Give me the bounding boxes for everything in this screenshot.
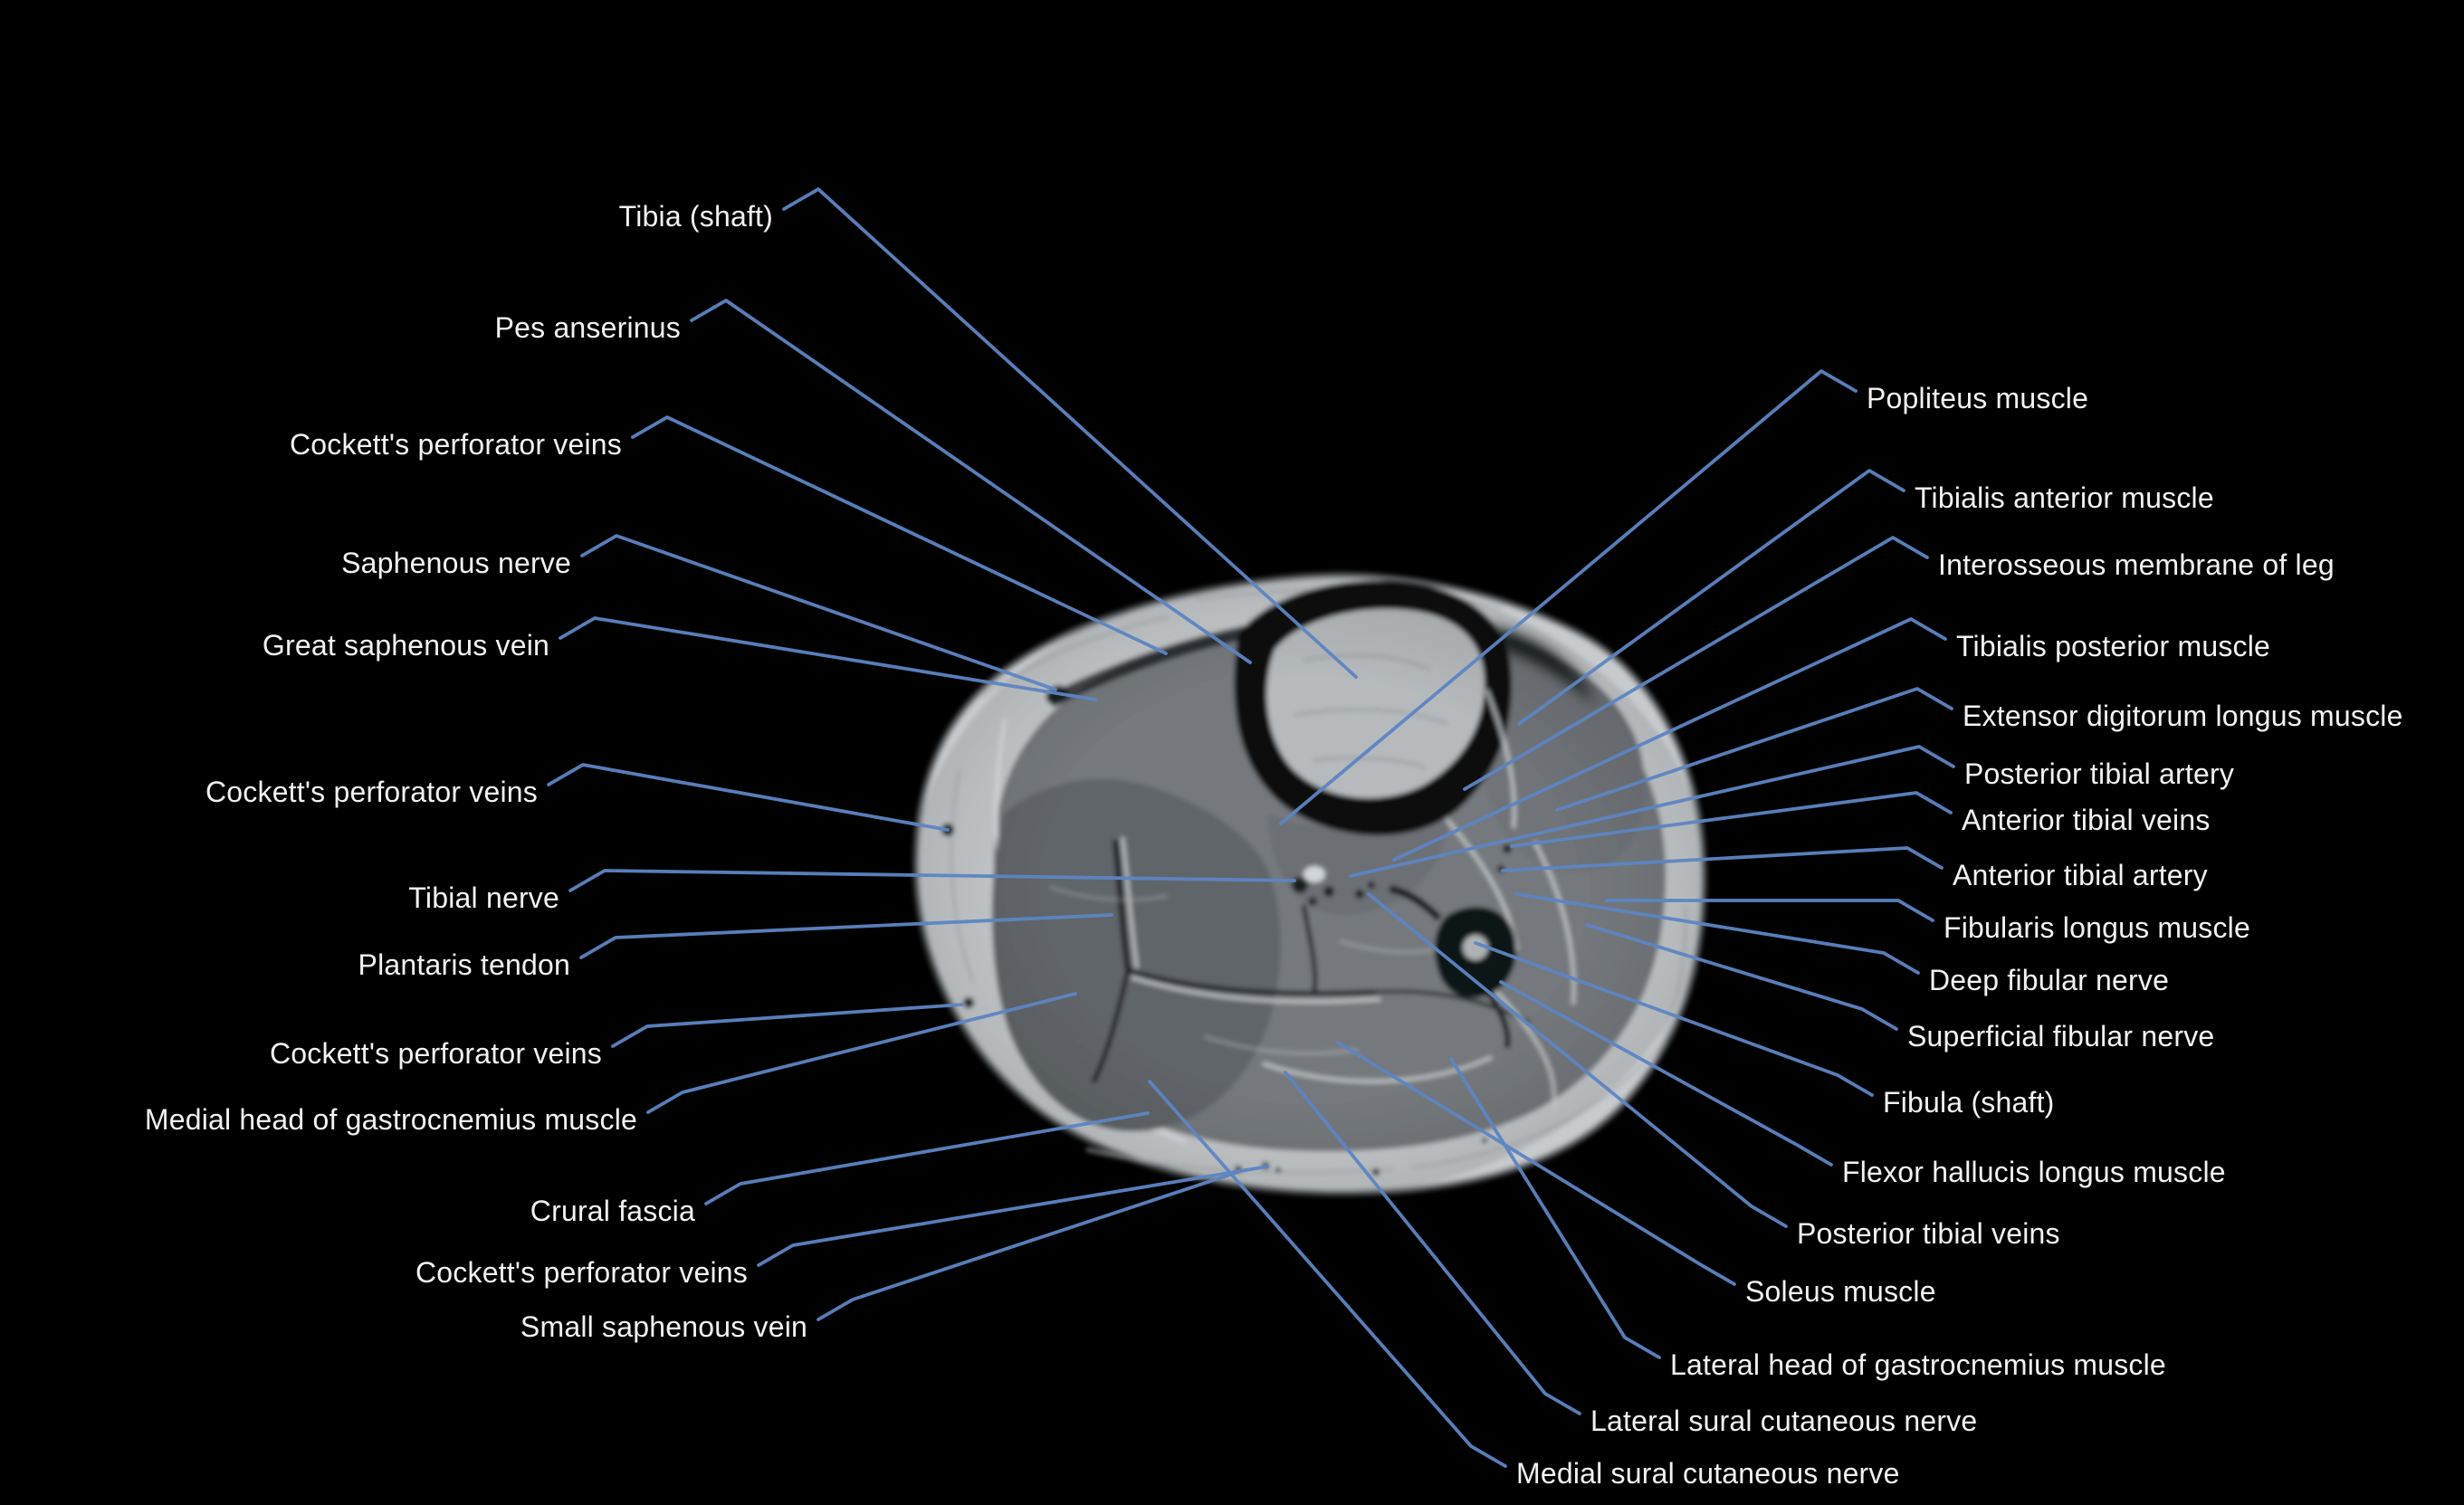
label-interosseous-membrane-of-leg: Interosseous membrane of leg — [1938, 548, 2335, 581]
leader-line-popliteus-muscle — [1279, 369, 1858, 825]
leader-line-posterior-tibial-veins — [1367, 892, 1788, 1228]
leader-line-small-saphenous-vein — [817, 1170, 1240, 1321]
leader-line-deep-fibular-nerve — [1515, 892, 1920, 975]
label-tibia-shaft: Tibia (shaft) — [618, 200, 773, 233]
label-anterior-tibial-artery: Anterior tibial artery — [1953, 859, 2208, 891]
label-fibularis-longus-muscle: Fibularis longus muscle — [1944, 911, 2250, 944]
label-cocketts-perforator-veins-3: Cockett's perforator veins — [269, 1037, 602, 1070]
leader-line-extensor-digitorum-longus-muscle — [1555, 687, 1953, 812]
leader-line-cocketts-perforator-veins-4 — [757, 1165, 1269, 1267]
leader-line-anterior-tibial-artery — [1501, 846, 1944, 872]
label-cocketts-perforator-veins-4: Cockett's perforator veins — [415, 1256, 748, 1289]
leader-line-plantaris-tendon — [579, 913, 1113, 959]
leader-lines-group — [547, 187, 1955, 1468]
label-lateral-head-of-gastrocnemius-muscle: Lateral head of gastrocnemius muscle — [1670, 1348, 2166, 1381]
label-fibula-shaft: Fibula (shaft) — [1883, 1086, 2055, 1119]
label-pes-anserinus: Pes anserinus — [494, 311, 681, 344]
label-tibialis-posterior-muscle: Tibialis posterior muscle — [1956, 630, 2271, 662]
leader-line-soleus-muscle — [1336, 1041, 1736, 1286]
leader-line-cocketts-perforator-veins-1 — [631, 415, 1168, 655]
leader-line-lateral-head-of-gastrocnemius-muscle — [1449, 1057, 1661, 1359]
leg-anatomy-group — [912, 572, 1708, 1197]
leader-line-saphenous-nerve — [580, 534, 1057, 691]
label-soleus-muscle: Soleus muscle — [1745, 1275, 1936, 1308]
leader-line-crural-fascia — [704, 1111, 1150, 1205]
label-cocketts-perforator-veins-1: Cockett's perforator veins — [289, 428, 622, 461]
leader-line-superficial-fibular-nerve — [1585, 923, 1898, 1031]
leader-line-posterior-tibial-artery — [1349, 745, 1955, 878]
leader-line-tibial-nerve — [568, 869, 1296, 892]
leader-line-tibialis-posterior-muscle — [1392, 617, 1947, 862]
leader-line-tibia-shaft — [782, 187, 1358, 679]
label-deep-fibular-nerve: Deep fibular nerve — [1929, 964, 2170, 996]
leader-line-pes-anserinus — [690, 299, 1252, 664]
leader-line-great-saphenous-vein — [559, 616, 1097, 701]
label-medial-sural-cutaneous-nerve: Medial sural cutaneous nerve — [1516, 1457, 1900, 1490]
label-lateral-sural-cutaneous-nerve: Lateral sural cutaneous nerve — [1590, 1405, 1978, 1437]
label-crural-fascia: Crural fascia — [530, 1195, 695, 1227]
leader-line-medial-sural-cutaneous-nerve — [1148, 1080, 1507, 1468]
label-great-saphenous-vein: Great saphenous vein — [262, 629, 549, 662]
leader-line-fibularis-longus-muscle — [1605, 899, 1934, 922]
leader-line-lateral-sural-cutaneous-nerve — [1284, 1071, 1581, 1415]
label-saphenous-nerve: Saphenous nerve — [341, 547, 571, 579]
label-tibialis-anterior-muscle: Tibialis anterior muscle — [1915, 481, 2214, 514]
leg-vignette — [912, 573, 1708, 1197]
label-popliteus-muscle: Popliteus muscle — [1867, 382, 2089, 414]
label-flexor-hallucis-longus-muscle: Flexor hallucis longus muscle — [1842, 1156, 2226, 1188]
label-posterior-tibial-veins: Posterior tibial veins — [1797, 1217, 2060, 1250]
label-extensor-digitorum-longus-muscle: Extensor digitorum longus muscle — [1963, 700, 2403, 732]
label-cocketts-perforator-veins-2: Cockett's perforator veins — [205, 776, 538, 808]
leader-line-tibialis-anterior-muscle — [1517, 469, 1905, 726]
leader-line-fibula-shaft — [1474, 941, 1874, 1097]
leader-line-interosseous-membrane-of-leg — [1463, 536, 1929, 791]
label-tibial-nerve: Tibial nerve — [408, 881, 559, 914]
label-medial-head-of-gastrocnemius-muscle: Medial head of gastrocnemius muscle — [144, 1103, 637, 1136]
label-plantaris-tendon: Plantaris tendon — [358, 948, 570, 981]
label-small-saphenous-vein: Small saphenous vein — [520, 1310, 807, 1343]
leader-line-cocketts-perforator-veins-3 — [611, 1003, 964, 1048]
leader-line-cocketts-perforator-veins-2 — [547, 763, 950, 832]
label-posterior-tibial-artery: Posterior tibial artery — [1964, 757, 2235, 790]
leader-line-medial-head-of-gastrocnemius-muscle — [646, 992, 1077, 1114]
leader-line-flexor-hallucis-longus-muscle — [1499, 980, 1833, 1167]
leader-line-anterior-tibial-veins — [1510, 791, 1953, 848]
label-anterior-tibial-veins: Anterior tibial veins — [1962, 804, 2211, 836]
label-superficial-fibular-nerve: Superficial fibular nerve — [1907, 1020, 2215, 1053]
